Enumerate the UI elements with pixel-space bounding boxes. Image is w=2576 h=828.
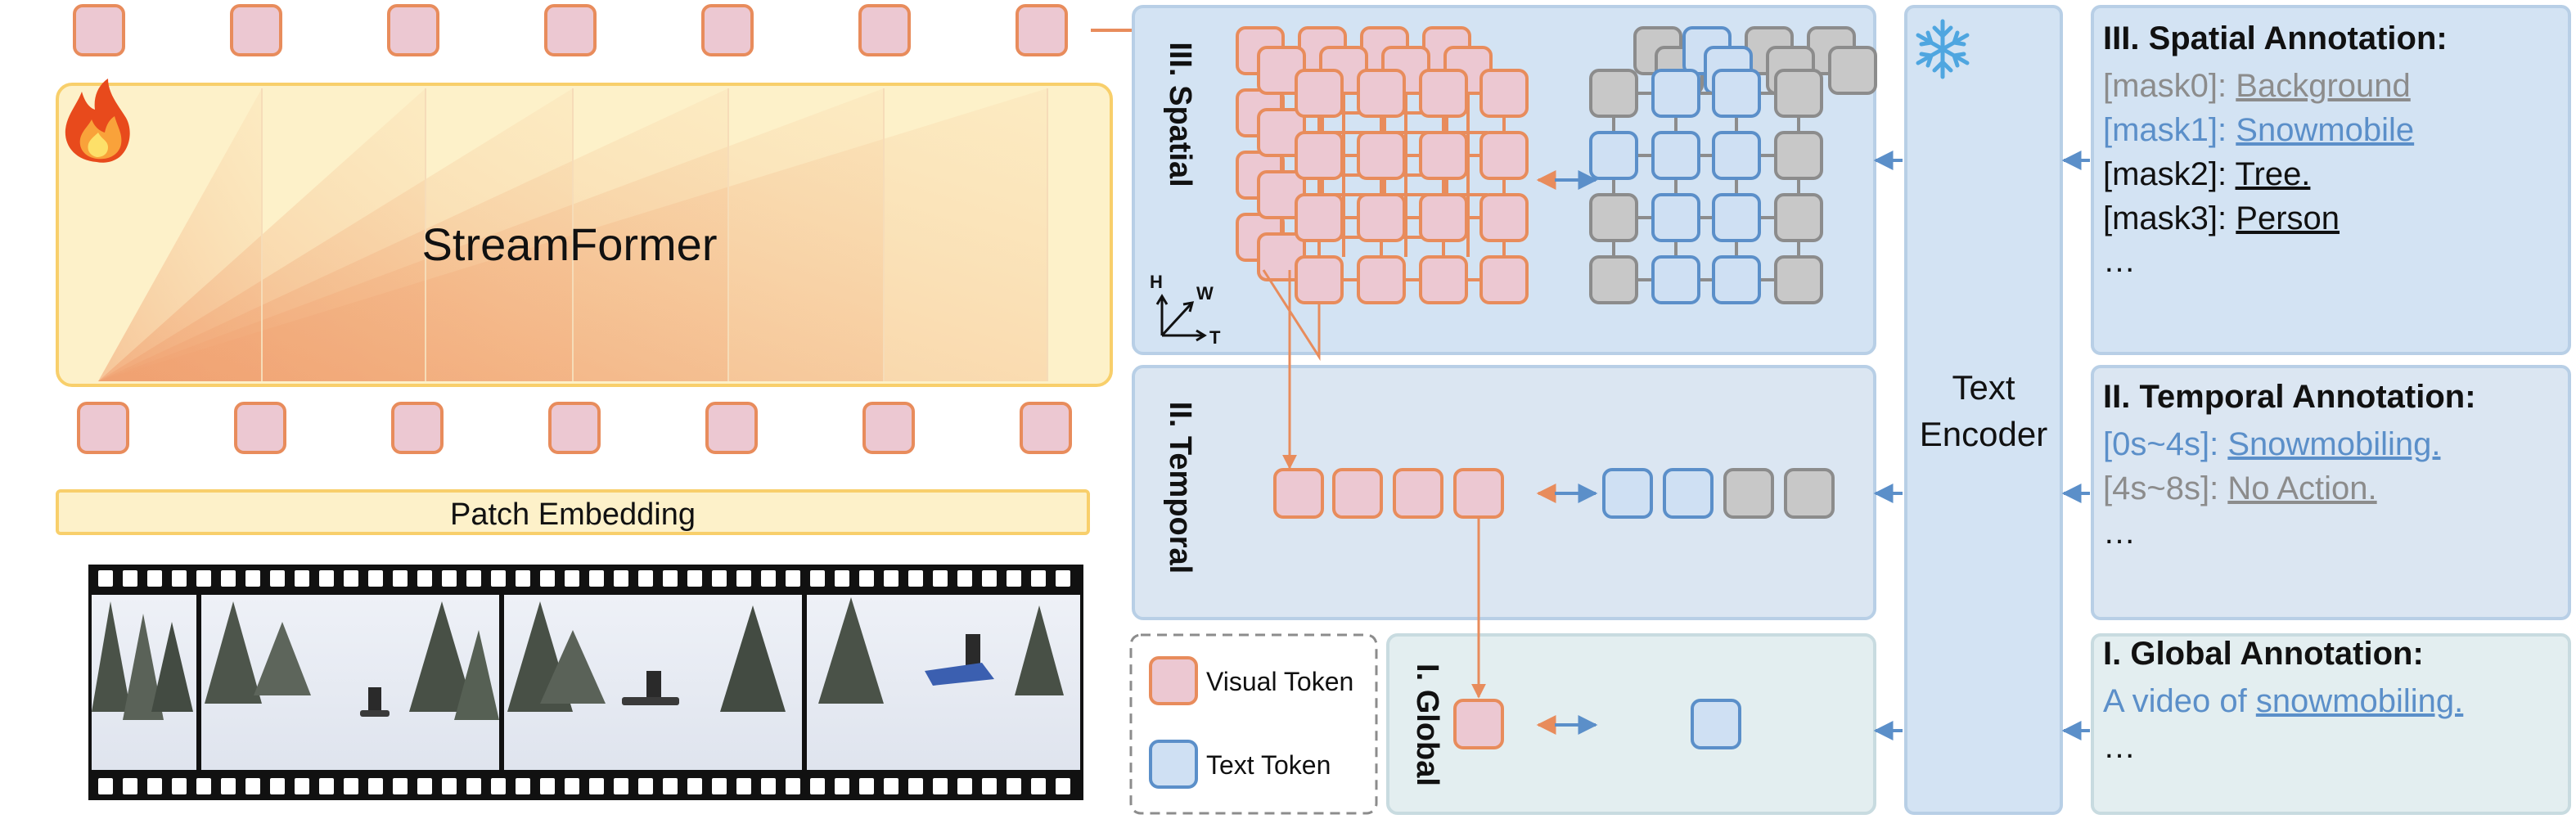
top-token-row bbox=[73, 4, 1068, 56]
token-legend: Visual Token Text Token bbox=[1129, 633, 1378, 815]
temporal-annotation-title: II. Temporal Annotation: bbox=[2103, 379, 2476, 415]
spatial-text-token-grid bbox=[1589, 26, 1877, 304]
spatial-visual-token-grid bbox=[1236, 26, 1529, 304]
spatial-annotation-row-2: [mask2]: Tree. bbox=[2103, 156, 2310, 192]
snowflake-icon bbox=[1916, 19, 1970, 79]
spatial-annotation-row-3: [mask3]: Person bbox=[2103, 200, 2340, 236]
global-annotation-more: … bbox=[2103, 729, 2136, 765]
legend-visual-label: Visual Token bbox=[1206, 667, 1353, 696]
film-sprocket-holes-bottom bbox=[98, 778, 1070, 794]
streamformer-block bbox=[56, 83, 1113, 387]
axis-label-w: W bbox=[1196, 283, 1214, 304]
patch-embedding-bar: Patch Embedding bbox=[56, 489, 1090, 535]
text-encoder: Text Encoder bbox=[1904, 5, 2063, 815]
video-frame-4 bbox=[807, 595, 1080, 770]
film-sprocket-holes-top bbox=[98, 570, 1070, 587]
bottom-token-row bbox=[77, 402, 1072, 454]
spatial-annotation-panel: III. Spatial Annotation: [mask0]: Backgr… bbox=[2091, 5, 2571, 355]
global-visual-token bbox=[1453, 699, 1504, 749]
axes-glyph bbox=[1155, 294, 1207, 342]
video-frame-1 bbox=[92, 595, 196, 770]
global-annotation-title: I. Global Annotation: bbox=[2103, 636, 2424, 672]
axis-label-h: H bbox=[1150, 272, 1163, 292]
fire-icon bbox=[65, 79, 130, 163]
legend-text-swatch bbox=[1149, 740, 1198, 789]
patch-embedding-label: Patch Embedding bbox=[450, 497, 696, 532]
global-text-token bbox=[1691, 699, 1741, 749]
temporal-annotation-row-0: [0s~4s]: Snowmobiling. bbox=[2103, 426, 2440, 462]
spatial-annotation-row-0: [mask0]: Background bbox=[2103, 68, 2411, 104]
temporal-visual-tokens bbox=[1273, 468, 1504, 519]
legend-text-label: Text Token bbox=[1206, 750, 1331, 780]
model-name: StreamFormer bbox=[422, 218, 718, 270]
temporal-annotation-row-1: [4s~8s]: No Action. bbox=[2103, 470, 2377, 506]
video-frame-3 bbox=[504, 595, 802, 770]
video-frame-2 bbox=[201, 595, 499, 770]
axis-label-t: T bbox=[1209, 327, 1221, 348]
temporal-annotation-panel: II. Temporal Annotation: [0s~4s]: Snowmo… bbox=[2091, 365, 2571, 620]
text-encoder-line2: Encoder bbox=[1920, 415, 2047, 453]
spatial-annotation-more: … bbox=[2103, 243, 2136, 279]
video-film-strip bbox=[88, 565, 1083, 800]
legend-visual-swatch bbox=[1149, 656, 1198, 705]
spatial-annotation-title: III. Spatial Annotation: bbox=[2103, 20, 2448, 56]
temporal-text-tokens bbox=[1602, 468, 1835, 519]
pool-line bbox=[1262, 269, 1321, 362]
text-encoder-line1: Text bbox=[1952, 368, 2015, 407]
spatial-annotation-row-1: [mask1]: Snowmobile bbox=[2103, 112, 2414, 148]
stage-label-temporal: II. Temporal bbox=[1163, 402, 1197, 574]
stage-label-global: I. Global bbox=[1410, 664, 1444, 786]
stage-label-spatial: III. Spatial bbox=[1163, 42, 1197, 187]
global-panel: I. Global bbox=[1386, 633, 1876, 815]
global-annotation-text: A video of snowmobiling. bbox=[2103, 683, 2463, 719]
temporal-annotation-more: … bbox=[2103, 515, 2136, 551]
global-annotation-panel: I. Global Annotation: A video of snowmob… bbox=[2091, 633, 2571, 815]
